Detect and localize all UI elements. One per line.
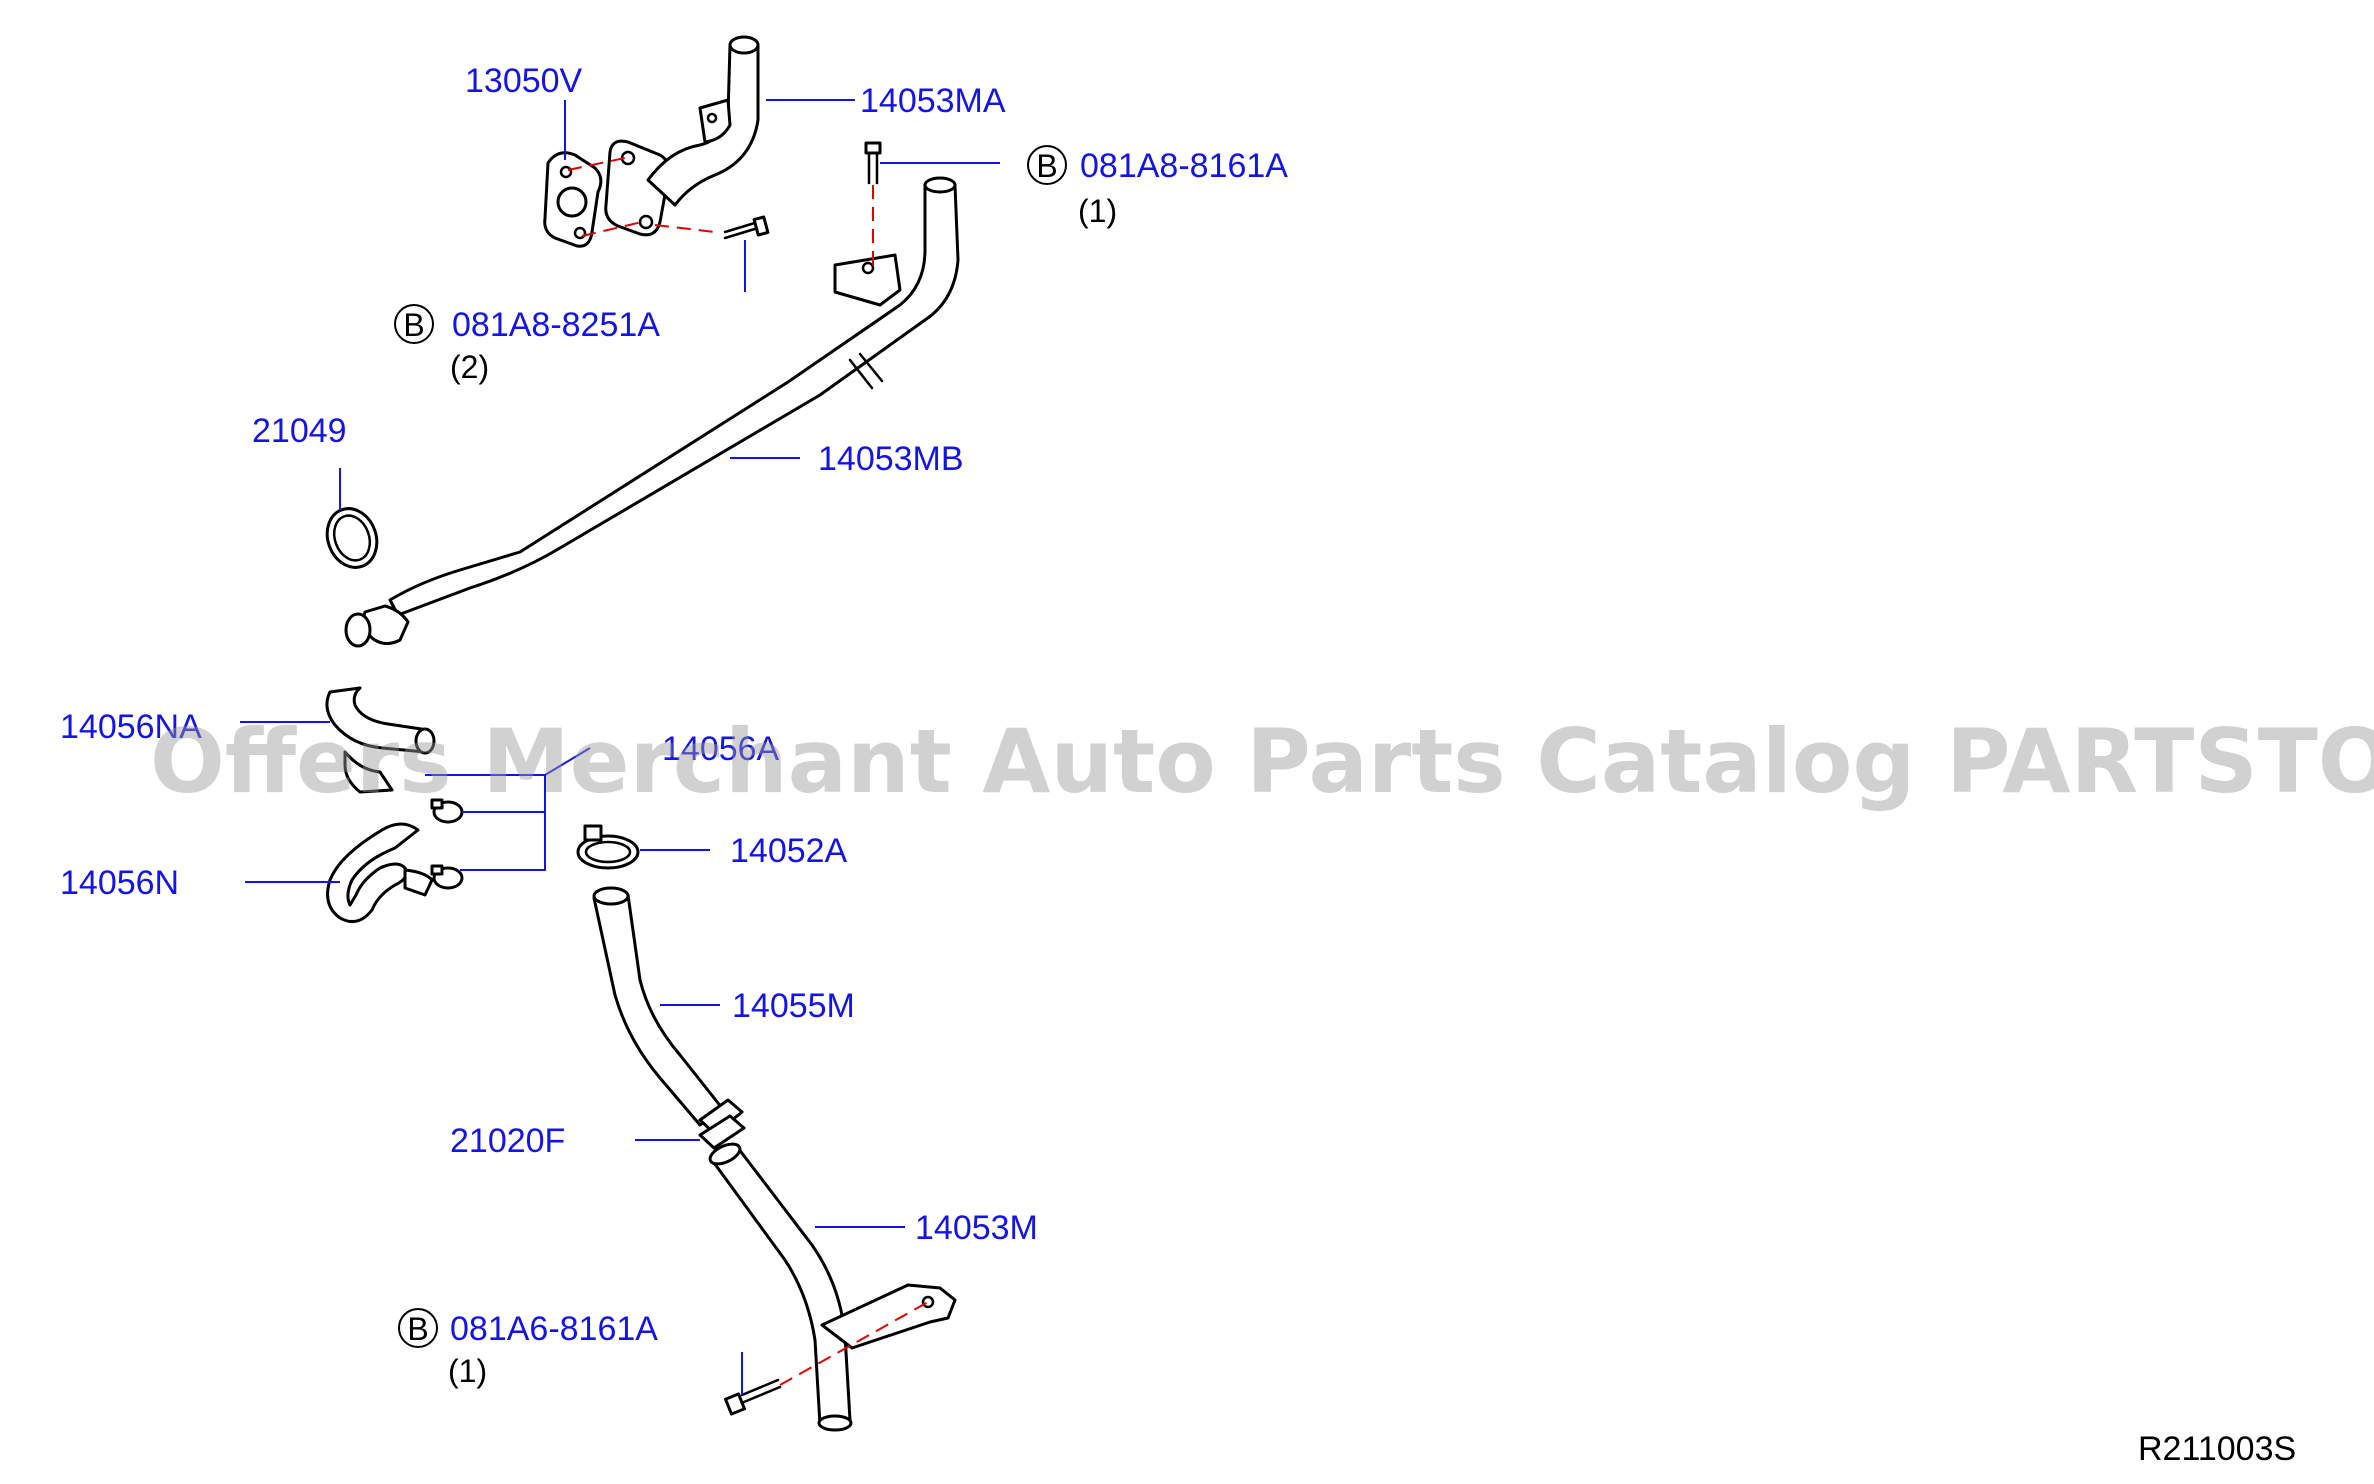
label-081a8-8161a[interactable]: 081A8-8161A	[1080, 147, 1288, 185]
hose-14055m-drawing	[592, 886, 724, 1127]
label-14055m[interactable]: 14055M	[732, 987, 855, 1025]
bolt-marker-081a8-8161a: B	[1027, 145, 1067, 185]
label-14056a[interactable]: 14056A	[662, 730, 780, 768]
hose-14056na-drawing	[325, 686, 436, 794]
clamp-14052a-drawing	[576, 824, 640, 870]
bolt-081a6-8161a-drawing	[724, 1378, 782, 1416]
qty-081a6-8161a: (1)	[448, 1353, 487, 1389]
label-14052a[interactable]: 14052A	[730, 832, 848, 870]
diagram-reference: R211003S	[2138, 1430, 2296, 1468]
bolt-marker-letter: B	[1036, 148, 1057, 184]
label-21020f[interactable]: 21020F	[450, 1122, 565, 1160]
bolt-marker-081a8-8251a: B	[394, 304, 434, 344]
leader-lines	[240, 99, 1000, 1395]
qty-081a8-8251a: (2)	[450, 349, 489, 385]
label-14053m[interactable]: 14053M	[915, 1209, 1038, 1247]
pipe-14053mb-drawing	[344, 176, 960, 648]
connector-21020f-drawing	[698, 1098, 746, 1150]
label-14056n[interactable]: 14056N	[60, 864, 179, 902]
qty-081a8-8161a: (1)	[1078, 193, 1117, 229]
bolt-marker-081a6-8161a: B	[398, 1308, 438, 1348]
clamps-14056a-drawing	[430, 798, 464, 890]
watermark: Offers Merchant Auto Parts Catalog PARTS…	[150, 710, 2374, 813]
bolt-081a8-8251a-drawing	[723, 215, 770, 240]
label-081a6-8161a[interactable]: 081A6-8161A	[450, 1310, 658, 1348]
label-13050v[interactable]: 13050V	[465, 62, 583, 100]
bolt-marker-letter: B	[407, 1311, 428, 1347]
bolt-marker-letter: B	[403, 307, 424, 343]
label-081a8-8251a[interactable]: 081A8-8251A	[452, 306, 660, 344]
label-21049[interactable]: 21049	[252, 412, 347, 450]
gasket-13050v-drawing	[543, 151, 603, 248]
bolt-081a8-8161a-drawing	[864, 141, 882, 185]
hose-14056n-drawing	[326, 822, 434, 924]
label-14053mb[interactable]: 14053MB	[818, 440, 964, 478]
pipe-14053m-drawing	[708, 1142, 957, 1432]
label-14053ma[interactable]: 14053MA	[860, 82, 1006, 120]
o-ring-21049-drawing	[325, 507, 379, 569]
centerlines	[567, 157, 929, 1386]
outlet-pipe-14053ma-drawing	[604, 35, 760, 237]
label-14056na[interactable]: 14056NA	[60, 708, 202, 746]
